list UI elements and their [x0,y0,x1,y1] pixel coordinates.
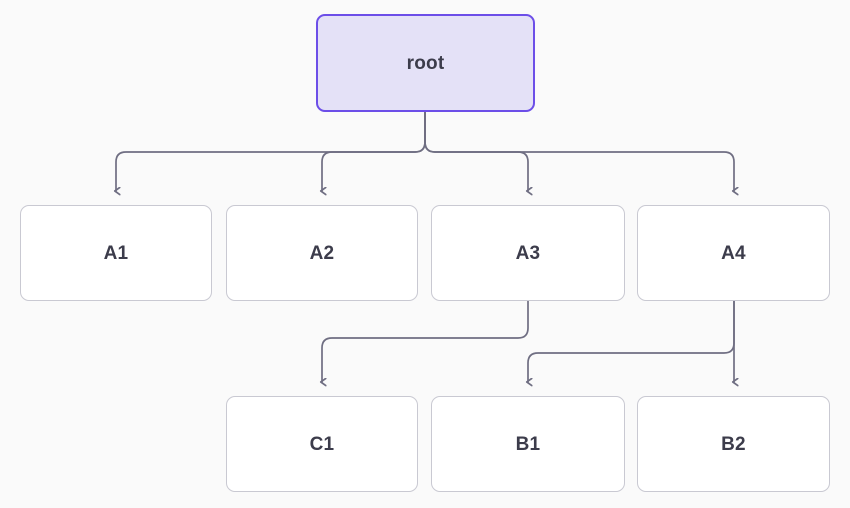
node-label-A2: A2 [309,242,335,264]
edge-A3-to-C1 [322,300,529,382]
node-B1[interactable]: B1 [431,396,625,492]
edge-root-to-A3 [424,111,528,191]
node-label-B2: B2 [721,433,746,455]
edge-root-to-A4 [424,111,734,191]
node-label-root: root [406,52,445,74]
node-C1[interactable]: C1 [226,396,418,492]
node-label-A3: A3 [515,242,541,264]
node-root[interactable]: root [316,14,535,112]
node-A2[interactable]: A2 [226,205,418,301]
edge-root-to-A2 [322,111,426,191]
node-label-A1: A1 [103,242,129,264]
node-label-B1: B1 [515,433,541,455]
node-A1[interactable]: A1 [20,205,212,301]
node-A3[interactable]: A3 [431,205,625,301]
node-B2[interactable]: B2 [637,396,830,492]
edge-root-to-A1 [116,111,426,191]
node-label-C1: C1 [309,433,335,455]
node-label-A4: A4 [721,242,746,264]
node-A4[interactable]: A4 [637,205,830,301]
edge-A4-to-B1 [528,300,735,382]
